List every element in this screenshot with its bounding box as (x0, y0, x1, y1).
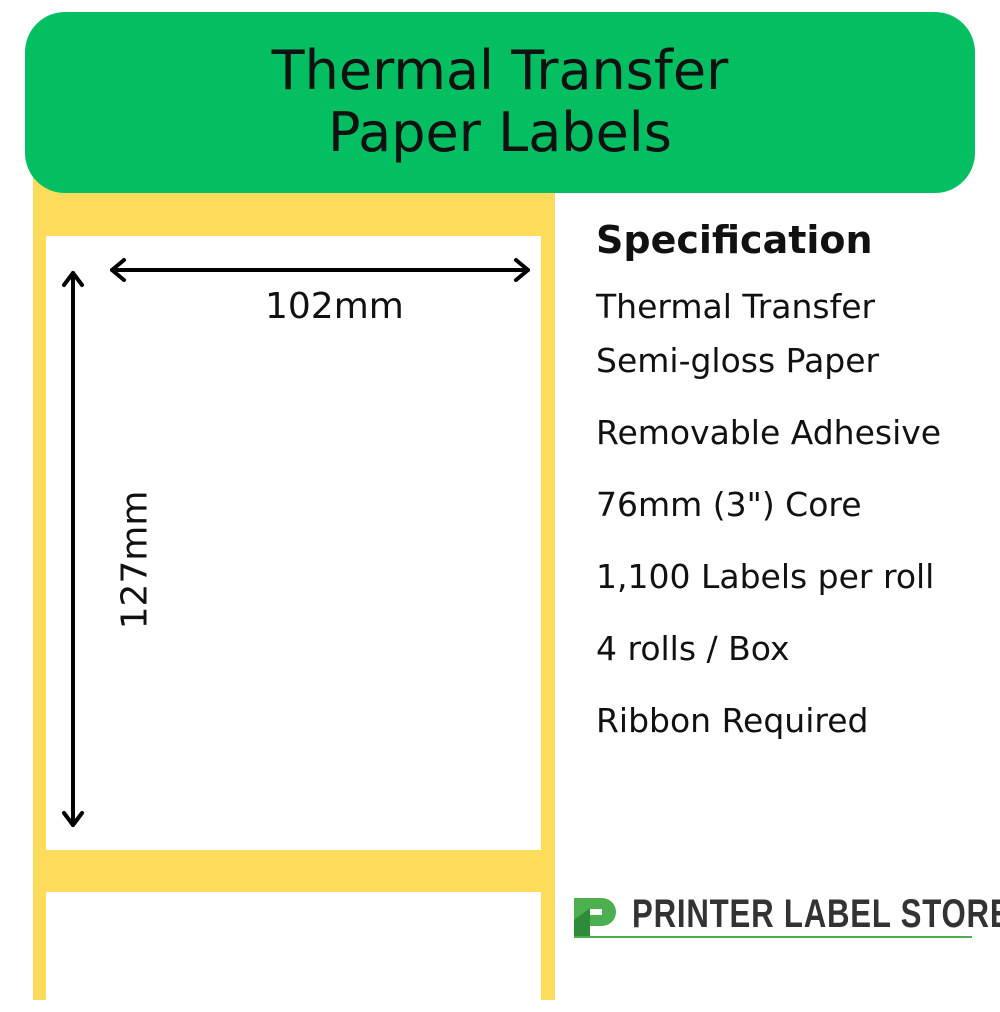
spec-item: Removable Adhesive (596, 413, 942, 452)
spec-item: 76mm (3") Core (596, 485, 862, 524)
spec-item: 4 rolls / Box (596, 629, 790, 668)
spec-item: Ribbon Required (596, 701, 869, 740)
logo-underline (574, 936, 972, 938)
title-banner: Thermal Transfer Paper Labels (25, 12, 975, 193)
height-arrow-icon (62, 271, 84, 827)
spec-title: Specification (596, 218, 873, 262)
logo-text: PRINTER LABEL STORE (632, 892, 1000, 936)
p-logo-icon (574, 898, 616, 938)
spec-item: Semi-gloss Paper (596, 341, 880, 380)
height-label: 127mm (114, 490, 156, 630)
width-arrow-icon (110, 258, 530, 282)
title-line-2: Paper Labels (328, 101, 672, 164)
width-label: 102mm (265, 286, 404, 327)
next-label-sample (46, 892, 541, 1012)
title-line-1: Thermal Transfer (271, 39, 729, 102)
spec-item: Thermal Transfer (596, 287, 876, 326)
specification-panel: Specification Thermal Transfer Semi-glos… (596, 218, 941, 766)
spec-item: 1,100 Labels per roll (596, 557, 935, 596)
label-sample (46, 236, 541, 850)
